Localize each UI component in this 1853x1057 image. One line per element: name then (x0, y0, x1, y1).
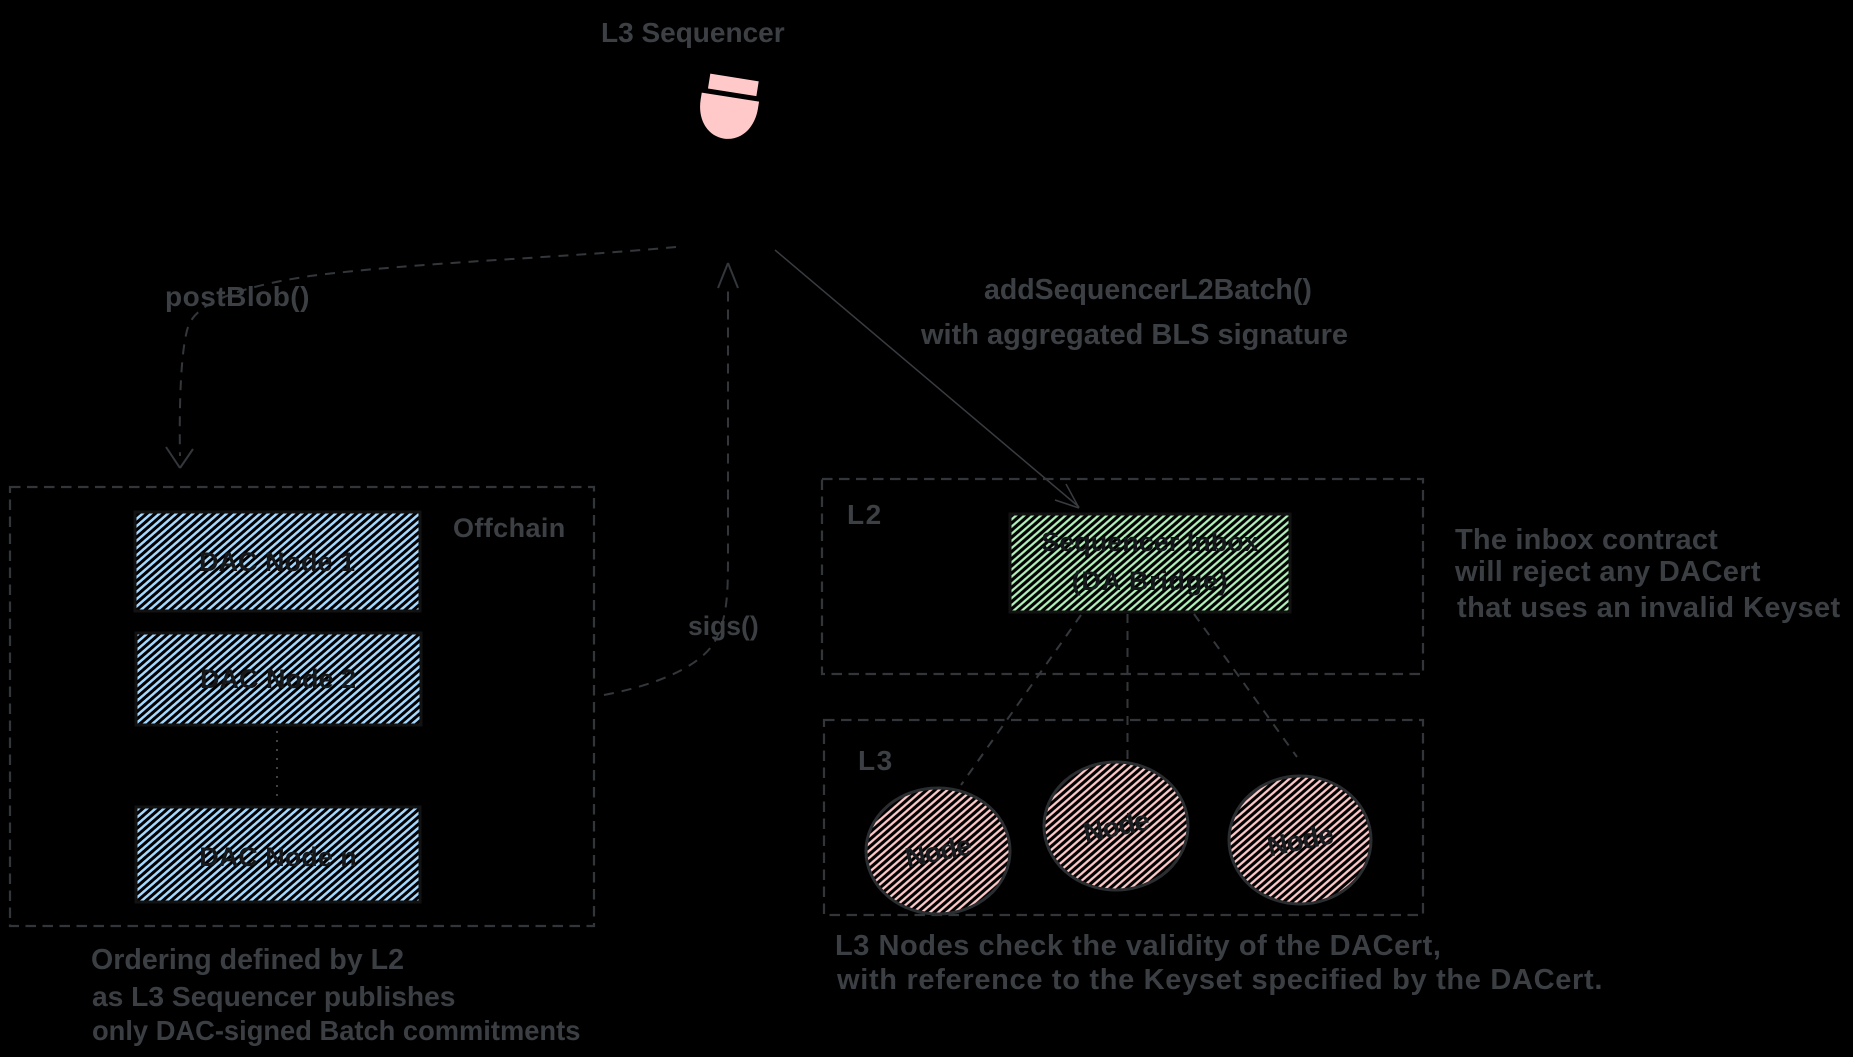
svg-text:that uses an invalid Keyset: that uses an invalid Keyset (1457, 592, 1841, 624)
svg-text:L3 Sequencer: L3 Sequencer (601, 17, 785, 48)
svg-text:The inbox contract: The inbox contract (1455, 524, 1718, 556)
svg-text:Sequencer Inbox: Sequencer Inbox (1041, 527, 1259, 557)
svg-text:DAC Node 1: DAC Node 1 (199, 547, 355, 577)
svg-text:with reference to the Keyset s: with reference to the Keyset specified b… (836, 964, 1603, 996)
svg-text:as L3 Sequencer publishes: as L3 Sequencer publishes (92, 980, 455, 1012)
svg-text:L2: L2 (847, 499, 883, 530)
svg-text:(DA Bridge): (DA Bridge) (1072, 566, 1229, 596)
svg-text:L3 Nodes check the validity of: L3 Nodes check the validity of the DACer… (835, 930, 1441, 962)
svg-text:Ordering defined by L2: Ordering defined by L2 (91, 944, 404, 976)
svg-text:will reject any DACert: will reject any DACert (1454, 556, 1761, 588)
svg-text:Offchain: Offchain (453, 513, 566, 543)
svg-text:DAC Node n: DAC Node n (199, 842, 357, 872)
svg-text:DAC Node 2: DAC Node 2 (200, 664, 356, 694)
svg-text:only DAC-signed Batch commitme: only DAC-signed Batch commitments (92, 1015, 580, 1046)
svg-text:sigs(): sigs() (688, 611, 759, 641)
svg-text:addSequencerL2Batch(): addSequencerL2Batch() (984, 274, 1312, 306)
svg-text:with aggregated BLS signature: with aggregated BLS signature (920, 319, 1348, 351)
svg-text:L3: L3 (858, 745, 894, 776)
svg-text:postBlob(): postBlob() (165, 281, 310, 312)
